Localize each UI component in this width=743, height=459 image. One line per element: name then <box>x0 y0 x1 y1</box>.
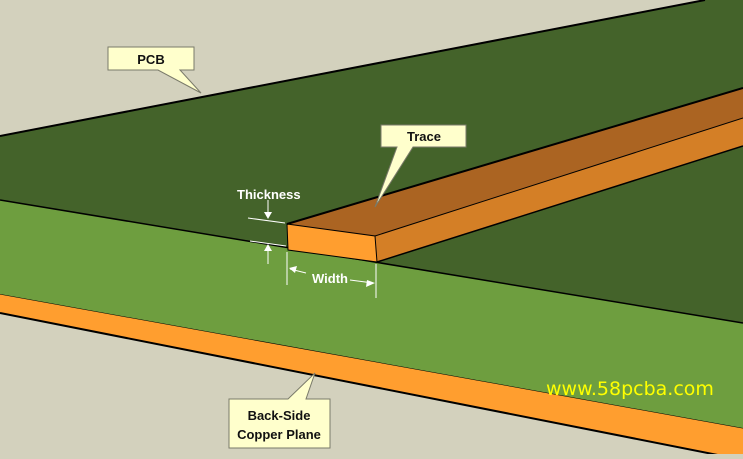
trace-callout <box>374 124 467 208</box>
watermark-url: www.58pcba.com <box>546 378 714 400</box>
pcb-board-top <box>0 0 743 323</box>
trace-outlines <box>286 87 743 263</box>
trace-top-surface <box>287 88 743 236</box>
copper-plane-bottom-edge <box>0 312 743 459</box>
width-label: Width <box>312 271 348 286</box>
pcb-board-side <box>0 200 743 428</box>
pcb-callout <box>107 46 202 94</box>
copper-plane-callout-label-line2: Copper Plane <box>237 427 321 442</box>
thickness-dimension <box>247 200 287 264</box>
trace-side-surface <box>375 118 743 262</box>
thickness-label: Thickness <box>237 187 301 202</box>
pcb-callout-label: PCB <box>137 52 164 67</box>
width-dimension <box>286 252 377 298</box>
trace-callout-label: Trace <box>407 129 441 144</box>
copper-plane-callout <box>228 372 331 449</box>
copper-plane-callout-label-line1: Back-Side <box>248 408 311 423</box>
pcb-board-back-edge <box>0 0 706 137</box>
back-side-copper-plane <box>0 294 743 454</box>
